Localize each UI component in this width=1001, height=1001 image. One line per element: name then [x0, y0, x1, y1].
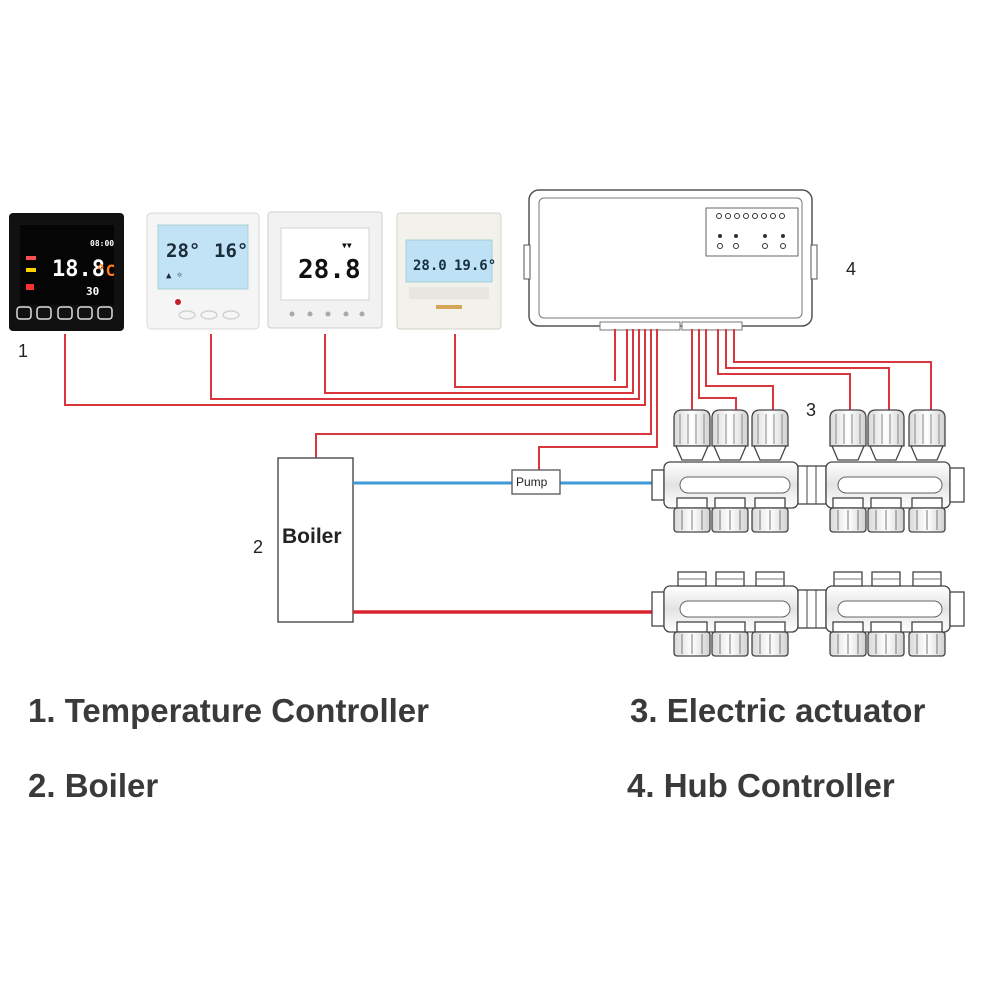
callout-1: 1 [18, 341, 28, 361]
thermostat-1-unit: °C [96, 261, 115, 280]
callout-2: 2 [253, 537, 263, 557]
manifold-supply [651, 409, 965, 533]
thermostat-3-main: 28.8 [298, 255, 361, 285]
callout-3: 3 [806, 400, 816, 420]
thermostat-beige: 28.0 19.6° [396, 212, 502, 330]
thermostat-4-left: 28.0 [413, 258, 447, 274]
pump: Pump [511, 469, 561, 495]
legend-temperature-controller: 1. Temperature Controller [28, 692, 429, 729]
manifold-return [651, 571, 965, 657]
thermostat-4-right: 19.6° [454, 258, 496, 274]
thermostat-1-sub: 30 [86, 285, 99, 298]
hub-controller [523, 189, 818, 331]
boiler-label: Boiler [282, 525, 342, 548]
thermostat-2-left: 28° [166, 240, 200, 262]
svg-text:▲ ☼: ▲ ☼ [166, 271, 183, 281]
pump-label: Pump [516, 475, 548, 489]
boiler: Boiler [277, 457, 354, 623]
signal-wires [64, 329, 932, 470]
thermostat-1-time: 08:00 [90, 239, 114, 248]
thermostat-2-right: 16° [214, 240, 248, 262]
legend-boiler: 2. Boiler [28, 767, 159, 804]
thermostat-white-blue: 28° 16° ▲ ☼ [146, 212, 260, 330]
legend-hub-controller: 4. Hub Controller [627, 767, 895, 804]
thermostat-black: 08:00 18.8 °C 30 [9, 213, 124, 331]
thermostat-1-main: 18.8 [52, 257, 105, 282]
callout-4: 4 [846, 259, 856, 279]
legend-electric-actuator: 3. Electric actuator [630, 692, 926, 729]
svg-text:▼▼: ▼▼ [342, 241, 352, 250]
thermostat-white-mono: 28.8 ▼▼ [267, 211, 383, 329]
